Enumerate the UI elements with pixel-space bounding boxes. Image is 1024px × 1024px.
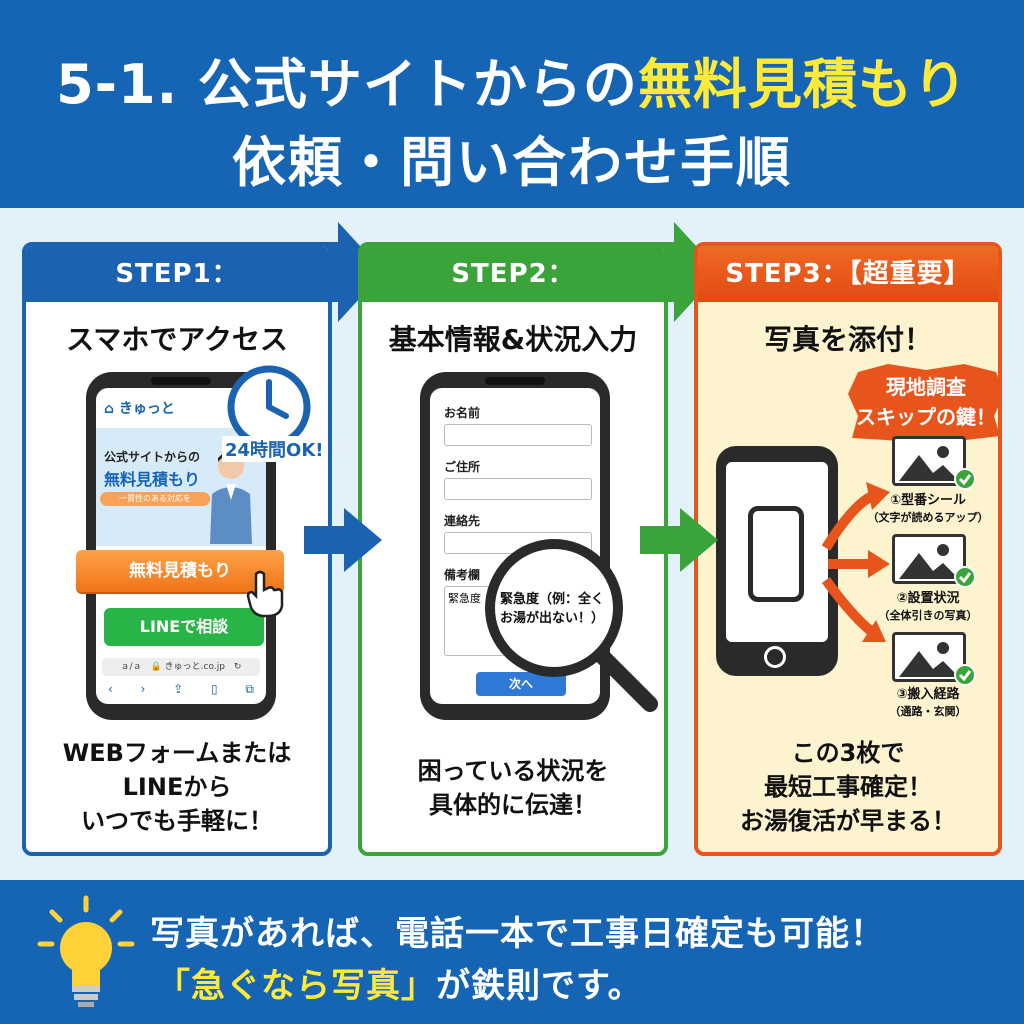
address-field[interactable]	[444, 478, 592, 500]
step-arrow-2-header	[654, 222, 720, 322]
step-arrow-1-mid	[304, 508, 382, 572]
name-label: お名前	[444, 406, 481, 420]
step3-title: STEP3：【超重要】	[698, 246, 998, 302]
back-icon[interactable]: ‹	[108, 682, 113, 696]
photo-card-1	[892, 436, 966, 486]
contact-label: 連絡先	[444, 514, 481, 528]
photo-card-3	[892, 632, 966, 682]
name-field[interactable]	[444, 424, 592, 446]
browser-url-bar[interactable]: ａ/ａ 🔒 きゅっと.co.jp ↻	[102, 658, 260, 676]
step2-title: STEP2：	[362, 246, 664, 302]
site-logo: ⌂ きゅっと	[104, 401, 175, 417]
free-estimate-button[interactable]: 無料見積もり	[76, 550, 284, 592]
check-icon	[954, 566, 976, 588]
image-icon	[899, 544, 959, 579]
hero-line2: 無料見積もり	[104, 470, 201, 489]
check-icon	[954, 664, 976, 686]
hero-line1: 公式サイトからの	[104, 450, 201, 464]
step-arrow-1-header	[318, 222, 384, 322]
step3-phone-screen	[726, 462, 828, 642]
header-banner: 5-1. 公式サイトからの無料見積もり 依頼・問い合わせ手順	[0, 0, 1024, 208]
photo-label-3: ③搬入経路 （通路・玄関）	[889, 687, 967, 718]
magnifier-icon	[485, 539, 658, 712]
burst-text: 現地調査 スキップの鍵！	[856, 375, 996, 429]
memo-label: 備考欄	[444, 568, 481, 582]
mini-phone-icon	[748, 506, 804, 602]
step1-title: STEP1：	[26, 246, 328, 302]
photo-arrows	[822, 482, 890, 642]
forward-icon[interactable]: ›	[140, 682, 146, 696]
address-label: ご住所	[444, 460, 481, 474]
bookmarks-icon[interactable]: ▯	[211, 682, 218, 696]
24h-badge: 24時間OK!	[222, 436, 327, 462]
hero-ribbon: 一貫性のある対応を	[100, 492, 210, 506]
photo-label-1: ①型番シール （文字が読めるアップ）	[867, 493, 989, 524]
step3-panel: STEP3：【超重要】 写真を添付！ 現地調査 スキップの鍵！ ①型番シール （…	[694, 242, 1002, 856]
image-icon	[899, 446, 959, 481]
browser-nav-bar: ‹ › ⇪ ▯ ⧉	[102, 682, 260, 700]
share-icon[interactable]: ⇪	[173, 682, 184, 696]
step2-subtitle: 基本情報&状況入力	[388, 323, 638, 356]
step3-phone	[716, 446, 838, 676]
step-arrow-2-mid	[640, 508, 718, 572]
tabs-icon[interactable]: ⧉	[245, 682, 254, 696]
burst-badge	[848, 364, 998, 444]
bottom-line2: 「急ぐなら写真」が鉄則です。	[156, 958, 643, 1007]
lightbulb-icon	[37, 895, 135, 1007]
step2-footer: 困っている状況を 具体的に伝達！	[417, 757, 609, 819]
photo-card-2	[892, 534, 966, 584]
photo-label-2: ②設置状況 （全体引きの写真）	[878, 591, 978, 622]
bottom-rest: が鉄則です。	[436, 966, 643, 1006]
magnified-text: 緊急度（例：全くお湯が出ない！）	[500, 592, 605, 626]
page-title-line2: 依頼・問い合わせ手順	[232, 131, 792, 194]
clock-icon	[227, 365, 311, 449]
line-consult-button[interactable]: LINEで相談	[104, 608, 264, 646]
image-icon	[899, 642, 959, 677]
step1-footer: WEBフォームまたは LINEから いつでも手軽に！	[62, 739, 292, 835]
check-icon	[954, 468, 976, 490]
step3-subtitle: 写真を添付！	[763, 323, 932, 356]
step2-panel: STEP2： 基本情報&状況入力 お名前 ご住所 連絡先 備考欄 緊急度 次へ …	[358, 242, 668, 856]
bottom-highlight: 「急ぐなら写真」	[156, 966, 436, 1006]
step3-footer: この3枚で 最短工事確定！ お湯復活が早まる！	[740, 739, 956, 835]
page-title-line1: 5-1. 公式サイトからの無料見積もり	[0, 40, 1024, 119]
step1-panel: STEP1： スマホでアクセス ⌂ きゅっと 公式サイトからの 無料見積もり 一…	[22, 242, 332, 856]
tap-hand-icon	[246, 570, 284, 618]
title-highlight: 無料見積もり	[637, 53, 968, 116]
bottom-banner: 写真があれば、電話一本で工事日確定も可能！ 「急ぐなら写真」が鉄則です。	[0, 880, 1024, 1024]
step1-subtitle: スマホでアクセス	[66, 323, 288, 356]
bottom-line1: 写真があれば、電話一本で工事日確定も可能！	[150, 914, 885, 954]
title-prefix: 5-1. 公式サイトからの	[56, 53, 638, 116]
